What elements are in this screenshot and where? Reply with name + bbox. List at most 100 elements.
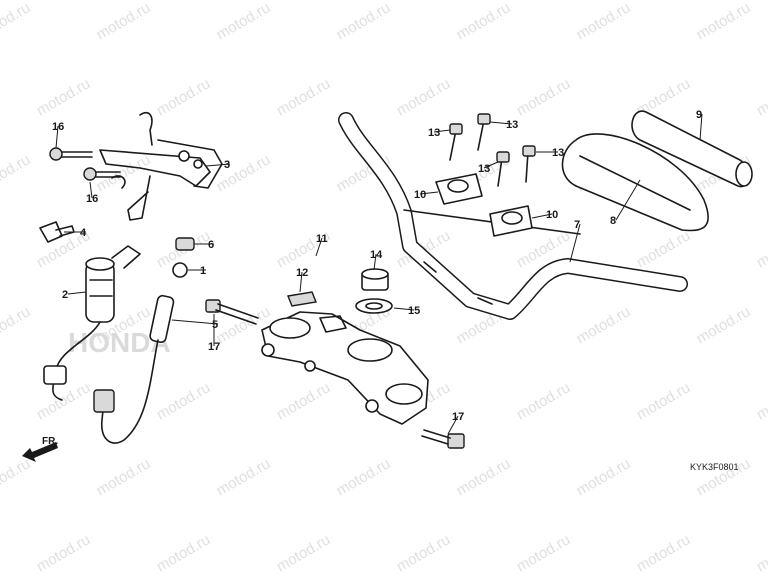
leader-c-12 bbox=[299, 271, 303, 293]
leader-c-2 bbox=[67, 291, 87, 295]
watermark-text-41: motod.ru bbox=[754, 379, 768, 423]
nut-14 bbox=[361, 268, 389, 291]
watermark-text-26: motod.ru bbox=[634, 227, 694, 271]
watermark-text-45: motod.ru bbox=[334, 455, 394, 499]
watermark-text-44: motod.ru bbox=[214, 455, 274, 499]
ignition-switch bbox=[43, 245, 141, 401]
callout-c-13a: 13 bbox=[428, 127, 440, 139]
bolt-17a bbox=[205, 299, 259, 325]
watermark-text-13: motod.ru bbox=[754, 75, 768, 119]
leader-c-10b bbox=[531, 213, 553, 219]
watermark-text-1: motod.ru bbox=[94, 0, 154, 43]
leader-c-3 bbox=[205, 163, 231, 167]
callout-c-12: 12 bbox=[296, 267, 308, 279]
watermark-text-37: motod.ru bbox=[274, 379, 334, 423]
callout-c-13d: 13 bbox=[552, 147, 564, 159]
callout-c-15: 15 bbox=[408, 305, 420, 317]
bolts-13 bbox=[449, 113, 536, 187]
watermark-text-35: motod.ru bbox=[34, 379, 94, 423]
front-direction-arrow: FR. bbox=[22, 436, 58, 462]
watermark-text-11: motod.ru bbox=[514, 75, 574, 119]
clip-1 bbox=[172, 262, 188, 278]
diagram-code: KYK3F0801 bbox=[690, 462, 739, 472]
callout-c-17a: 17 bbox=[208, 341, 220, 353]
callout-c-11: 11 bbox=[316, 233, 328, 245]
pad-cover-9 bbox=[631, 110, 753, 188]
cable-5 bbox=[93, 294, 175, 444]
leader-c-9 bbox=[699, 113, 703, 141]
callout-c-16b: 16 bbox=[86, 193, 98, 205]
callout-c-13b: 13 bbox=[506, 119, 518, 131]
watermark-text-43: motod.ru bbox=[94, 455, 154, 499]
ignition-key bbox=[39, 221, 75, 243]
watermark-text-6: motod.ru bbox=[694, 0, 754, 43]
callout-c-4: 4 bbox=[80, 227, 87, 239]
washer-15 bbox=[355, 298, 393, 314]
callout-c-7: 7 bbox=[574, 219, 580, 231]
callout-c-2: 2 bbox=[62, 289, 68, 301]
leader-c-16a bbox=[55, 125, 59, 149]
watermark-text-40: motod.ru bbox=[634, 379, 694, 423]
callout-c-14: 14 bbox=[370, 249, 383, 261]
callout-c-9: 9 bbox=[696, 109, 702, 121]
watermark-text-10: motod.ru bbox=[394, 75, 454, 119]
watermark-text-46: motod.ru bbox=[454, 455, 514, 499]
leader-c-7 bbox=[569, 223, 581, 263]
watermark-text-27: motod.ru bbox=[754, 227, 768, 271]
callout-c-13c: 13 bbox=[478, 163, 490, 175]
bolt-16b bbox=[83, 167, 121, 181]
callout-c-10b: 10 bbox=[546, 209, 558, 221]
watermark-text-55: motod.ru bbox=[754, 531, 768, 575]
watermark-text-49: motod.ru bbox=[34, 531, 94, 575]
watermark-text-16: motod.ru bbox=[214, 151, 274, 195]
watermark-text-3: motod.ru bbox=[334, 0, 394, 43]
leader-c-8 bbox=[615, 179, 641, 221]
callout-c-3: 3 bbox=[224, 159, 230, 171]
callout-c-5: 5 bbox=[212, 319, 218, 331]
callout-c-10a: 10 bbox=[414, 189, 426, 201]
leader-c-16b bbox=[89, 181, 93, 199]
watermark-text-15: motod.ru bbox=[94, 151, 154, 195]
callout-c-8: 8 bbox=[610, 215, 616, 227]
grommet-6 bbox=[175, 237, 195, 251]
leader-c-13b bbox=[489, 121, 513, 125]
watermark-text-7: motod.ru bbox=[34, 75, 94, 119]
top-bridge bbox=[261, 311, 429, 425]
callout-c-1: 1 bbox=[200, 265, 206, 277]
watermark-text-4: motod.ru bbox=[454, 0, 514, 43]
watermark-text-54: motod.ru bbox=[634, 531, 694, 575]
handlebar-holder-upper-a bbox=[435, 173, 483, 205]
rubber-pad-12 bbox=[287, 291, 317, 307]
watermark-text-36: motod.ru bbox=[154, 379, 214, 423]
watermark-text-9: motod.ru bbox=[274, 75, 334, 119]
bolt-16a bbox=[49, 147, 93, 161]
leader-c-14 bbox=[373, 253, 377, 271]
watermark-text-8: motod.ru bbox=[154, 75, 214, 119]
watermark-text-14: motod.ru bbox=[0, 151, 33, 195]
watermark-text-2: motod.ru bbox=[214, 0, 274, 43]
watermark-text-0: motod.ru bbox=[0, 0, 33, 43]
leader-c-13a bbox=[433, 129, 451, 133]
callout-c-17b: 17 bbox=[452, 411, 464, 423]
leader-c-10a bbox=[419, 191, 439, 195]
watermark-text-42: motod.ru bbox=[0, 455, 33, 499]
leader-c-17b bbox=[447, 415, 459, 435]
bolt-17b bbox=[421, 429, 465, 449]
watermark-text-28: motod.ru bbox=[0, 303, 33, 347]
leader-c-15 bbox=[393, 307, 415, 311]
handlebar-holder-upper-b bbox=[489, 205, 533, 237]
front-arrow-label: FR. bbox=[42, 436, 58, 447]
callout-c-6: 6 bbox=[208, 239, 214, 251]
handlebar-pad-8 bbox=[561, 133, 709, 232]
leader-c-11 bbox=[315, 237, 323, 257]
watermark-text-53: motod.ru bbox=[514, 531, 574, 575]
watermark-text-52: motod.ru bbox=[394, 531, 454, 575]
watermark-text-51: motod.ru bbox=[274, 531, 334, 575]
watermark-text-34: motod.ru bbox=[694, 303, 754, 347]
meter-bracket bbox=[99, 111, 223, 221]
callout-c-16a: 16 bbox=[52, 121, 64, 133]
watermark-text-47: motod.ru bbox=[574, 455, 634, 499]
watermark-text-50: motod.ru bbox=[154, 531, 214, 575]
